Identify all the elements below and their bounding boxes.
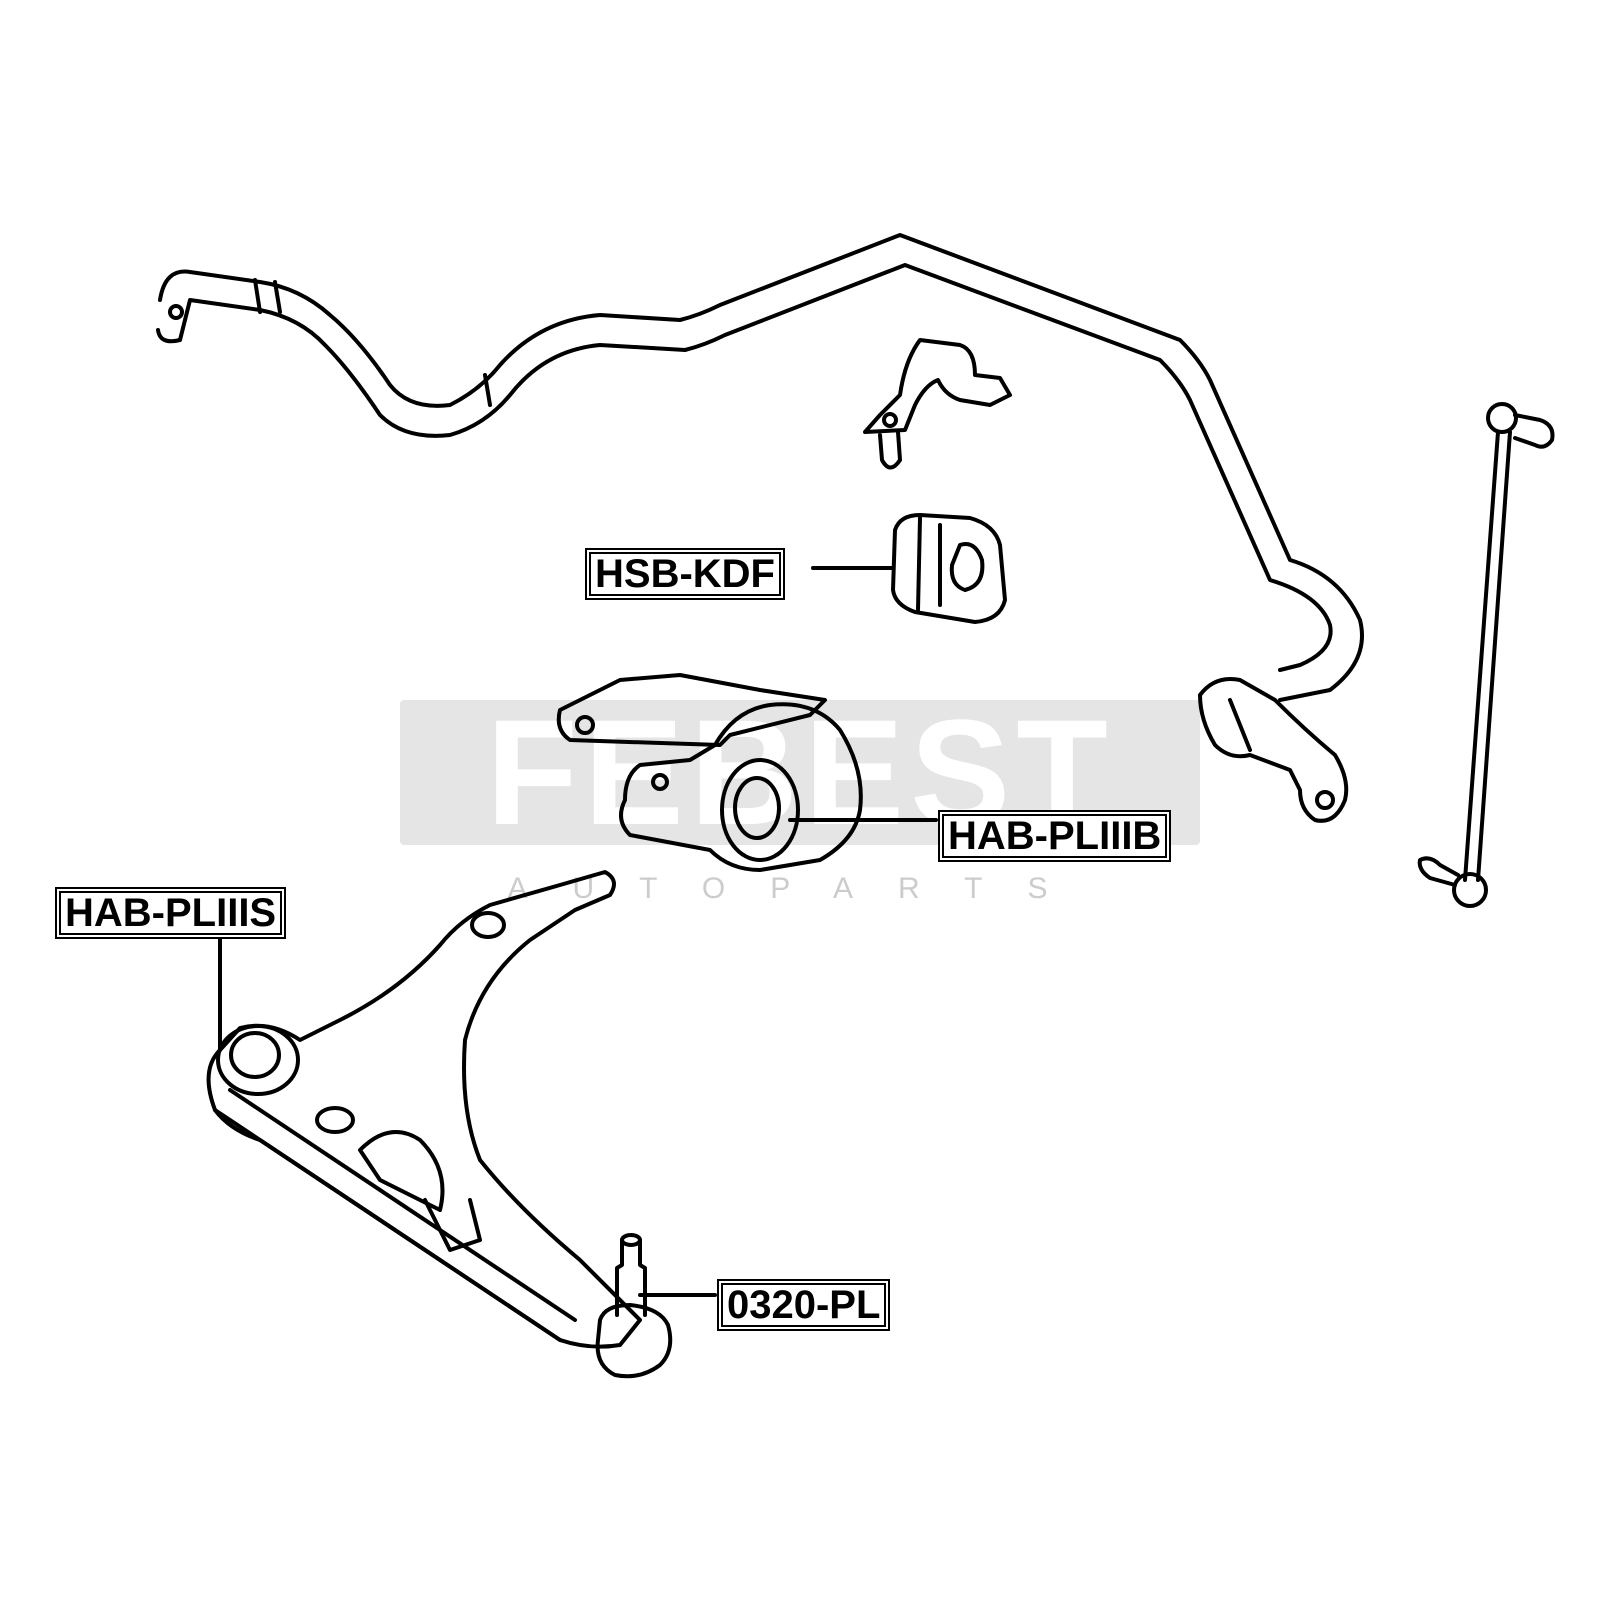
arm-bushing-rear-part <box>556 673 863 872</box>
stabilizer-bushing-part <box>891 513 1007 624</box>
label-hsb-kdf: HSB-KDF <box>585 548 785 600</box>
ball-joint-part <box>595 1233 673 1379</box>
stabilizer-link <box>1417 402 1555 908</box>
label-0320-pl: 0320-PL <box>717 1279 891 1331</box>
lower-control-arm <box>206 870 642 1349</box>
stabilizer-bar <box>156 233 1364 702</box>
label-hab-pliiis: HAB-PLIIIS <box>55 887 287 939</box>
stabilizer-bracket <box>863 338 1012 470</box>
label-hab-pliiib: HAB-PLIIIB <box>938 810 1172 862</box>
stabilizer-bracket-right <box>1198 677 1349 823</box>
